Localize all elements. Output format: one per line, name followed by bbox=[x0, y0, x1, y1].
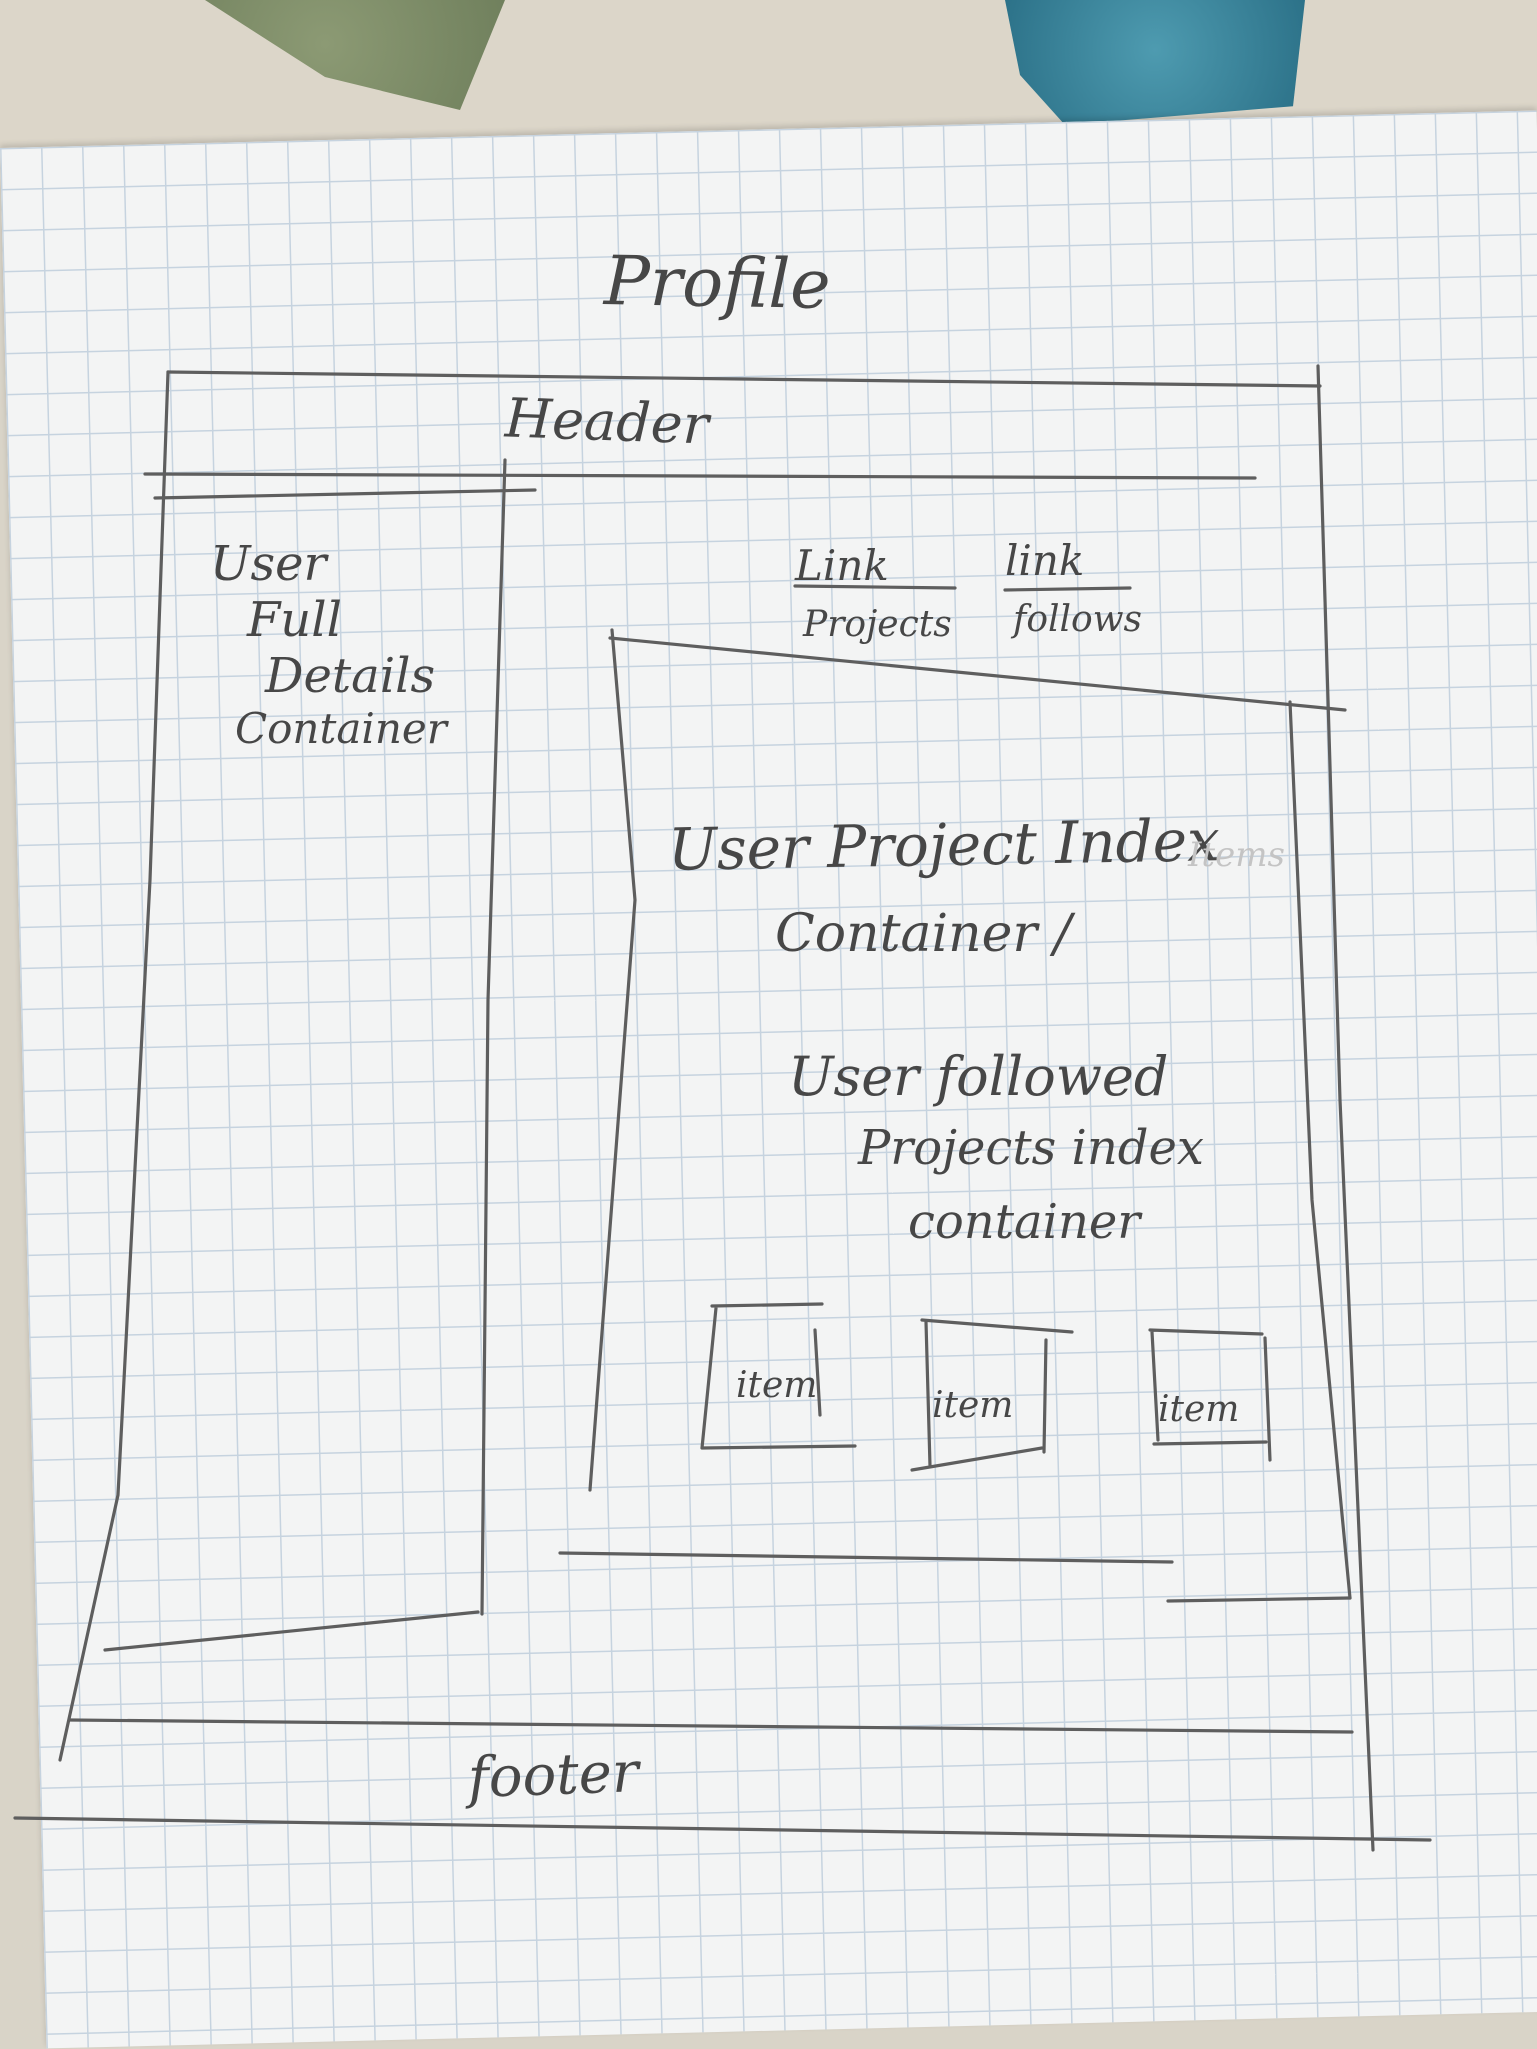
index-container-title: User Project Index bbox=[667, 806, 1221, 884]
followed-index-title: container bbox=[908, 1194, 1141, 1250]
outer-frame-left bbox=[58, 370, 170, 1762]
item-card-1[interactable]: item bbox=[736, 1365, 818, 1406]
link-target: follows bbox=[1013, 599, 1142, 640]
index-container-bottom bbox=[558, 1551, 1174, 1564]
index-container-subtitle: Container / bbox=[775, 904, 1072, 964]
link-projects-underline bbox=[793, 584, 957, 590]
footer-label: footer bbox=[466, 1740, 640, 1811]
user-details-container: User Full Details Container bbox=[205, 540, 465, 758]
link-target: Projects bbox=[803, 604, 952, 645]
page-title: Profile bbox=[603, 242, 832, 325]
footer-top-line bbox=[68, 1718, 1354, 1734]
details-container-right bbox=[480, 458, 507, 1616]
details-line: Container bbox=[235, 704, 447, 753]
item-card-2[interactable]: item bbox=[932, 1385, 1014, 1426]
followed-index-title: Projects index bbox=[858, 1120, 1204, 1176]
details-line: User bbox=[210, 536, 327, 592]
item-box-1 bbox=[700, 1302, 857, 1450]
followed-index-title: User followed bbox=[788, 1045, 1169, 1108]
index-container-left bbox=[588, 628, 637, 1492]
link-label: link bbox=[1005, 536, 1085, 585]
rug-pattern-blue bbox=[1005, 0, 1305, 125]
link-label: Link bbox=[795, 541, 889, 590]
footer-bottom-line bbox=[13, 1816, 1432, 1842]
link-follows[interactable]: link follows bbox=[1005, 540, 1142, 638]
link-projects[interactable]: Link Projects bbox=[795, 545, 952, 643]
index-container-faint-word: Items bbox=[1188, 835, 1285, 875]
header-divider bbox=[143, 472, 1257, 480]
outer-frame-right bbox=[1316, 364, 1375, 1852]
outer-frame-top bbox=[166, 370, 1322, 388]
link-follows-underline bbox=[1003, 586, 1132, 592]
details-line: Full bbox=[247, 592, 342, 648]
index-container-top bbox=[608, 636, 1347, 712]
details-line: Details bbox=[265, 648, 436, 704]
details-container-top bbox=[153, 488, 537, 500]
details-container-bottom bbox=[103, 1610, 480, 1652]
item-box-3 bbox=[1148, 1328, 1272, 1462]
index-container-right bbox=[1288, 700, 1352, 1600]
item-box-2 bbox=[910, 1318, 1074, 1472]
index-container-bottom-right bbox=[1166, 1596, 1352, 1603]
item-card-3[interactable]: item bbox=[1158, 1389, 1240, 1430]
header-label: Header bbox=[503, 386, 710, 457]
